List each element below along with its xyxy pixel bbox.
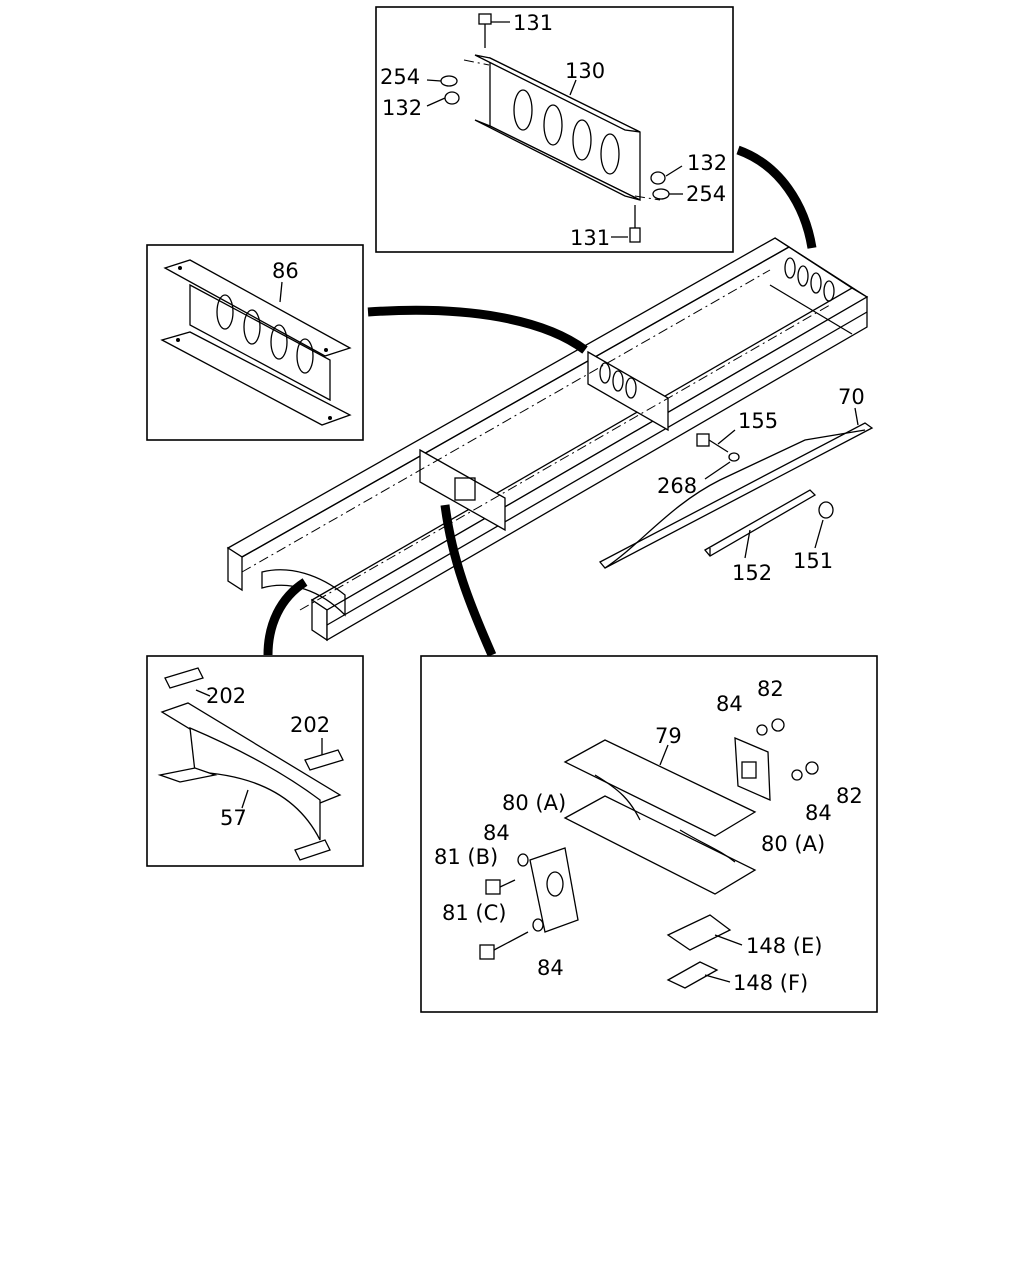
callout-curve-79 (440, 504, 497, 657)
label-132-right: 132 (687, 151, 727, 175)
label-148e: 148 (E) (746, 934, 822, 958)
callout-curve-57 (263, 578, 308, 656)
label-151: 151 (793, 549, 833, 573)
label-155: 155 (738, 409, 778, 433)
label-130: 130 (565, 59, 605, 83)
label-84-b: 84 (805, 801, 832, 825)
label-79: 79 (655, 724, 682, 748)
label-84-a: 84 (716, 692, 743, 716)
label-148f: 148 (F) (733, 971, 808, 995)
label-84-d: 84 (537, 956, 564, 980)
label-131-top: 131 (513, 11, 553, 35)
detail-box-79 (420, 655, 878, 1013)
label-84-c: 84 (483, 821, 510, 845)
label-202-right: 202 (290, 713, 330, 737)
label-70: 70 (838, 385, 865, 409)
label-152: 152 (732, 561, 772, 585)
label-80a-right: 80 (A) (761, 832, 825, 856)
label-57: 57 (220, 806, 247, 830)
label-81b: 81 (B) (434, 845, 498, 869)
label-81c: 81 (C) (442, 901, 506, 925)
callout-labels: 131 130 254 132 132 254 131 86 70 155 26… (206, 11, 865, 995)
reinforcement-70-152 (598, 407, 874, 569)
label-86: 86 (272, 259, 299, 283)
callout-curve-86 (367, 305, 588, 354)
label-268: 268 (657, 474, 697, 498)
callout-curve-130 (736, 145, 817, 249)
label-80a-left: 80 (A) (502, 791, 566, 815)
label-82-a: 82 (757, 677, 784, 701)
detail-box-86 (146, 244, 364, 441)
label-254-left: 254 (380, 65, 420, 89)
label-132-left: 132 (382, 96, 422, 120)
detail-box-57 (146, 655, 364, 867)
label-82-b: 82 (836, 784, 863, 808)
label-131-bottom: 131 (570, 226, 610, 250)
label-202-top: 202 (206, 684, 246, 708)
detail-box-130 (375, 6, 734, 253)
label-254-right: 254 (686, 182, 726, 206)
